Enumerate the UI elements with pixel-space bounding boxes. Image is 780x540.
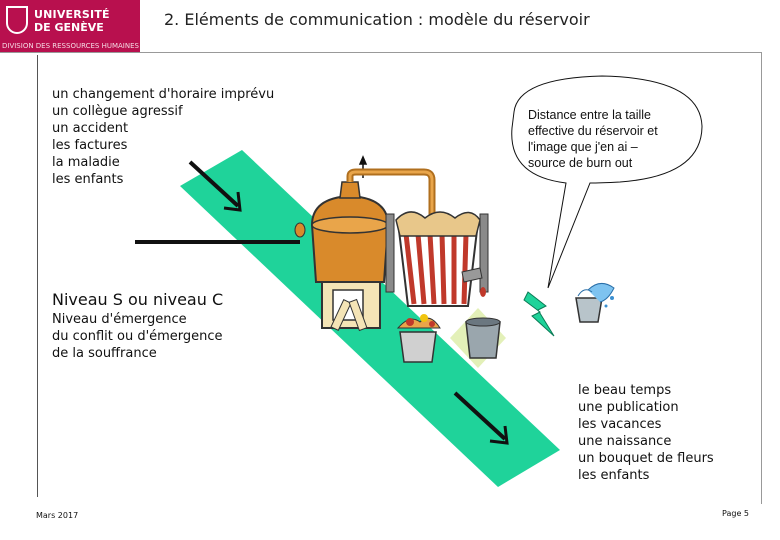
university-logo: UNIVERSITÉ DE GENÈVE DIVISION DES RESSOU… bbox=[0, 0, 140, 52]
frame-right-rule bbox=[761, 52, 762, 504]
water-bucket-icon bbox=[450, 308, 506, 368]
list-item: les enfants bbox=[52, 172, 124, 187]
list-item: le beau temps bbox=[578, 383, 672, 398]
speech-bubble-text: Distance entre la taille effective du ré… bbox=[528, 107, 688, 171]
tub-icon bbox=[385, 211, 489, 307]
crest-icon bbox=[6, 6, 28, 34]
frame-top-rule bbox=[0, 52, 762, 53]
bubble-line: effective du réservoir et bbox=[528, 124, 658, 138]
level-line: Niveau d'émergence bbox=[52, 312, 187, 327]
list-item: une publication bbox=[578, 400, 679, 415]
flower-bucket-icon bbox=[396, 314, 441, 363]
level-line: du conflit ou d'émergence bbox=[52, 329, 223, 344]
list-item: les enfants bbox=[578, 468, 650, 483]
outflow-arrow-icon bbox=[453, 391, 509, 445]
level-title: Niveau S ou niveau C bbox=[52, 290, 224, 309]
list-item: un accident bbox=[52, 121, 129, 136]
stressor-list: un changement d'horaire imprévu un collè… bbox=[52, 86, 274, 188]
logo-line-1: UNIVERSITÉ bbox=[34, 8, 110, 21]
list-item: les factures bbox=[52, 138, 128, 153]
list-item: un collègue agressif bbox=[52, 104, 183, 119]
bubble-line: Distance entre la taille bbox=[528, 108, 651, 122]
inflow-arrow-icon bbox=[188, 160, 242, 212]
list-item: un bouquet de fleurs bbox=[578, 451, 714, 466]
list-item: les vacances bbox=[578, 417, 662, 432]
frame-left-rule bbox=[37, 55, 38, 497]
level-description: Niveau d'émergence du conflit ou d'émerg… bbox=[52, 311, 223, 362]
list-item: un changement d'horaire imprévu bbox=[52, 87, 275, 102]
bubble-line: l'image que j'en ai – bbox=[528, 140, 638, 154]
list-item: une naissance bbox=[578, 434, 672, 449]
speech-bubble bbox=[511, 75, 703, 289]
splash-bucket-icon bbox=[575, 283, 615, 323]
footer-date: Mars 2017 bbox=[36, 511, 79, 520]
logo-division: DIVISION DES RESSOURCES HUMAINES bbox=[2, 42, 139, 50]
logo-line-2: DE GENÈVE bbox=[34, 21, 104, 34]
slide-title: 2. Eléments de communication : modèle du… bbox=[164, 10, 590, 29]
resource-list: le beau temps une publication les vacanc… bbox=[578, 382, 714, 484]
list-item: la maladie bbox=[52, 155, 120, 170]
page-number: Page 5 bbox=[722, 509, 749, 518]
level-line: de la souffrance bbox=[52, 346, 157, 361]
bubble-line: source de burn out bbox=[528, 156, 633, 170]
lightning-icon bbox=[523, 291, 555, 337]
